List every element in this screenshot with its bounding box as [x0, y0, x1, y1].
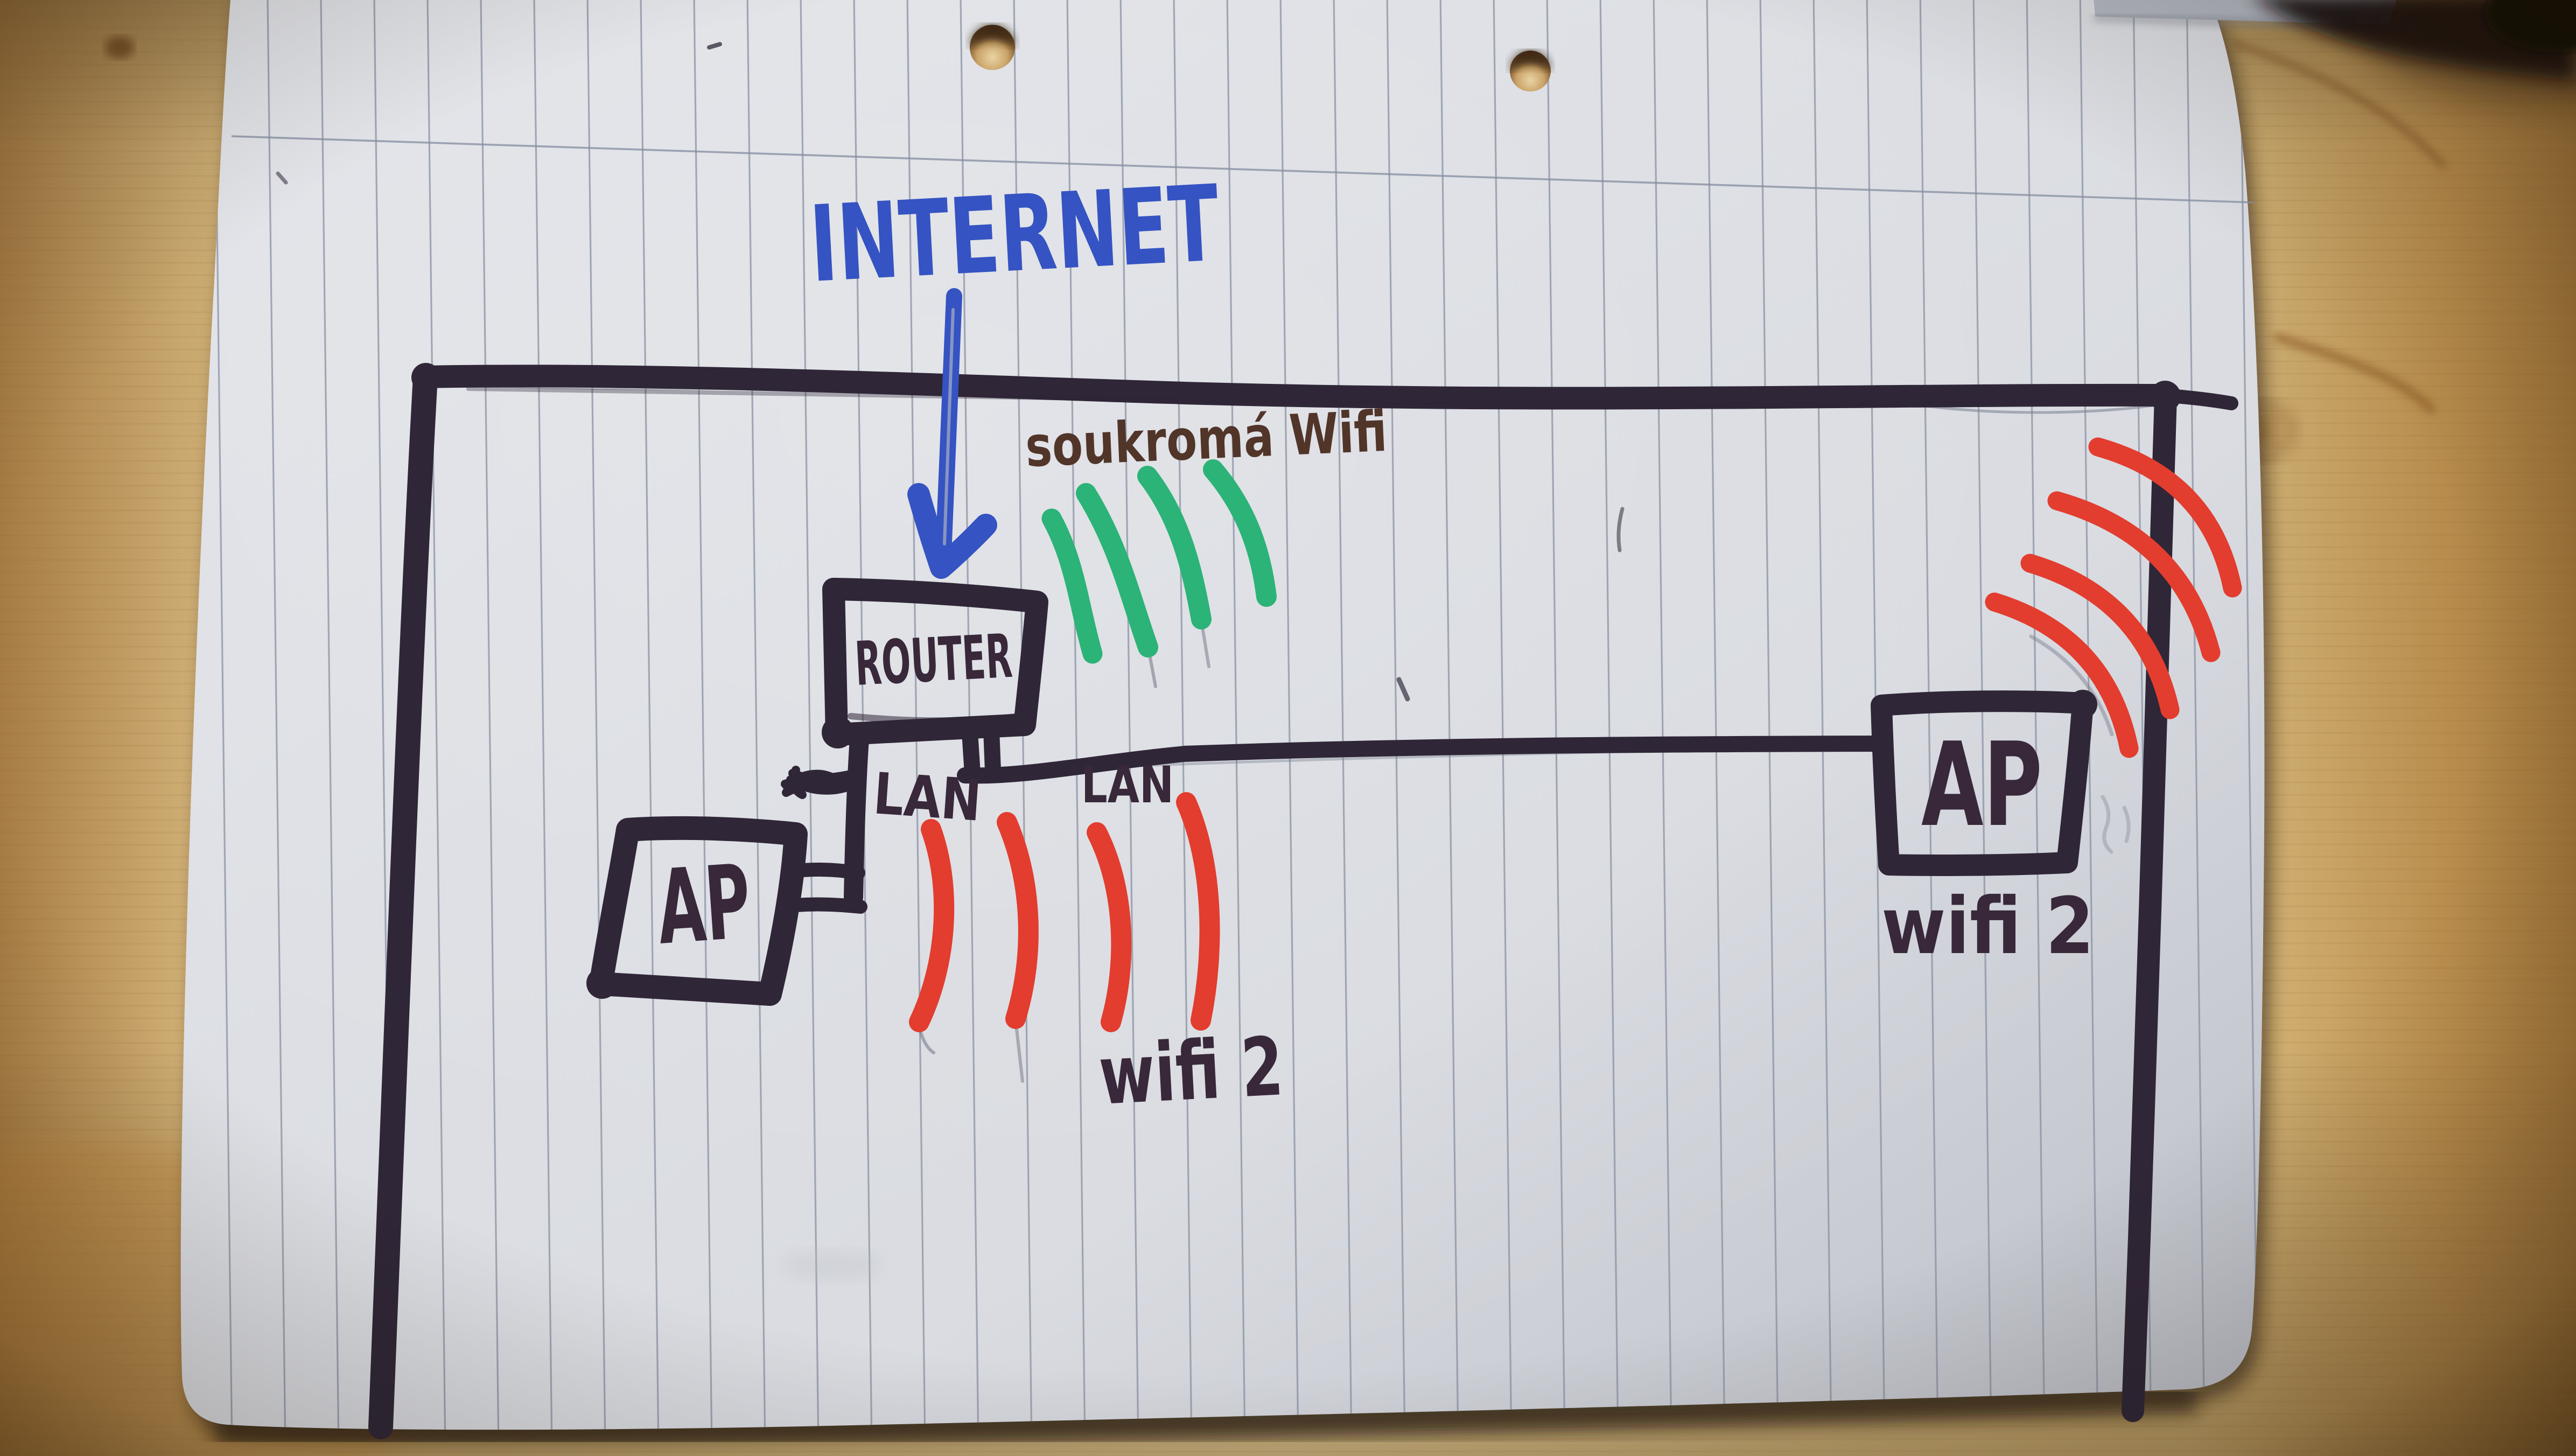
sketch-canvas: INTERNET ROUTER LAN LAN AP AP soukromá W… [0, 0, 2576, 1456]
photo-vignette [0, 0, 2576, 1456]
photo-network-sketch: INTERNET ROUTER LAN LAN AP AP soukromá W… [0, 0, 2576, 1456]
